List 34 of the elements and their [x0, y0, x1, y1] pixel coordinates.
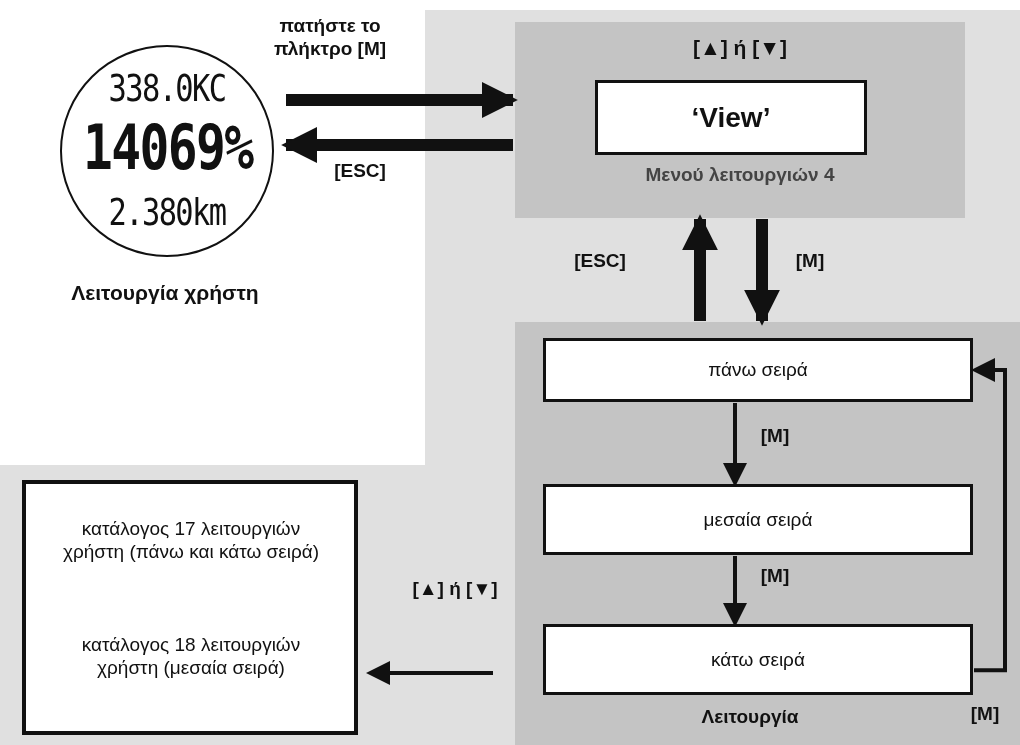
- arrow: [723, 403, 747, 487]
- arrow: [682, 214, 718, 321]
- edge-label: [M]: [759, 425, 791, 448]
- display-reading: 2.380km: [107, 193, 227, 231]
- row-box: [543, 338, 973, 402]
- arrow: [723, 556, 747, 627]
- box-label: μεσαία σειρά: [702, 508, 814, 531]
- list-text: κατάλογος 18 λειτουργιών χρήστη (μεσαία σειρά): [80, 634, 302, 680]
- arrow: [971, 358, 1007, 673]
- arrow: [281, 127, 513, 163]
- edge-label: [M]: [794, 250, 826, 273]
- box-label: πάνω σειρά: [707, 359, 809, 381]
- menu-panel: [515, 22, 965, 218]
- edge-label: [ESC]: [573, 250, 627, 273]
- arrow: [744, 219, 780, 326]
- edge-label: [M]: [969, 703, 1001, 726]
- row-box: [543, 484, 973, 555]
- menu-item-box: [595, 80, 867, 155]
- row-box: [543, 624, 973, 695]
- panel-title: Μενού λειτουργιών 4: [644, 164, 836, 186]
- node-label: Λειτουργία χρήστη: [70, 280, 260, 306]
- box-label: ‘View’: [690, 101, 772, 134]
- arrow: [286, 82, 518, 118]
- key-hint: [▲] ή [▼]: [691, 36, 788, 60]
- edge-label: [M]: [759, 565, 791, 588]
- display-reading: 338.0KC: [107, 69, 227, 107]
- box-label: κάτω σειρά: [710, 648, 806, 671]
- edge-label: [ESC]: [333, 160, 387, 183]
- edge-label: [▲] ή [▼]: [411, 578, 499, 601]
- arrow: [366, 661, 493, 685]
- list-box: [22, 480, 358, 735]
- mode-panel: [515, 322, 1020, 745]
- list-text: κατάλογος 17 λειτουργιών χρήστη (πάνω και κάτω σειρά): [61, 518, 321, 564]
- edge-label: πατήστε το πλήκτρο [M]: [272, 15, 388, 61]
